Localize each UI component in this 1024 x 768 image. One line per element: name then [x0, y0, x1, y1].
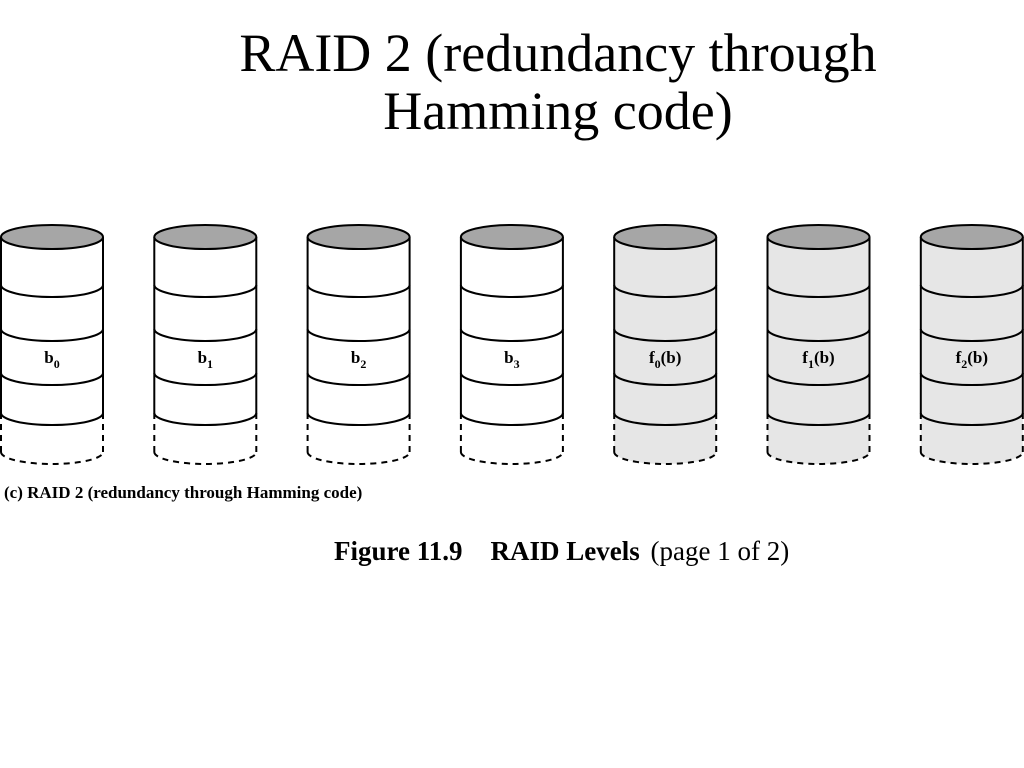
disk-data-3: b3: [459, 224, 564, 465]
disk-strip-line-2: [919, 328, 1024, 342]
disk-strip-line-4: [919, 412, 1024, 426]
disk-bottom-dashed: [0, 451, 104, 465]
disk-strip-line-2: [766, 328, 871, 342]
disk-bottom-dashed: [766, 451, 871, 465]
disk-top: [459, 224, 564, 250]
disk-strip-line-4: [153, 412, 258, 426]
disk-parity-6: f2(b): [919, 224, 1024, 465]
figure-name: RAID Levels: [490, 536, 640, 566]
disk-bottom-dashed: [613, 451, 718, 465]
disk-strip-line-4: [613, 412, 718, 426]
disk-top: [153, 224, 258, 250]
disk-top: [766, 224, 871, 250]
disk-top: [613, 224, 718, 250]
disk-strip-line-1: [459, 284, 564, 298]
disk-top: [306, 224, 411, 250]
disk-strip-line-2: [306, 328, 411, 342]
disk-strip-line-3: [459, 372, 564, 386]
slide-title-line-1: RAID 2 (redundancy through: [239, 23, 877, 83]
disk-body: [307, 237, 410, 464]
diagram-caption: (c) RAID 2 (redundancy through Hamming c…: [4, 483, 363, 502]
disk-strip-line-3: [153, 372, 258, 386]
disk-strip-line-1: [613, 284, 718, 298]
disk-bottom-dashed: [919, 451, 1024, 465]
disk-label: f1(b): [802, 348, 834, 371]
disk-strip-line-1: [919, 284, 1024, 298]
disk-strip-line-3: [613, 372, 718, 386]
disk-strip-line-1: [0, 284, 104, 298]
disk-strip-line-3: [919, 372, 1024, 386]
disk-label: b2: [351, 348, 366, 371]
disk-parity-4: f0(b): [613, 224, 718, 465]
slide-title-line-2: Hamming code): [383, 81, 733, 141]
disk-bottom-dashed: [306, 451, 411, 465]
disk-strip-line-4: [766, 412, 871, 426]
disk-parity-5: f1(b): [766, 224, 871, 465]
disk-body: [460, 237, 563, 464]
disk-strip-line-4: [0, 412, 104, 426]
figure-number: Figure 11.9: [334, 536, 463, 566]
figure-page: (page 1 of 2): [650, 536, 790, 566]
disk-label: f2(b): [956, 348, 988, 371]
disk-body: [1, 237, 103, 464]
disk-strip-line-3: [0, 372, 104, 386]
disk-top: [919, 224, 1024, 250]
disk-label: f0(b): [649, 348, 681, 371]
disk-label: b0: [44, 348, 59, 371]
disk-strip-line-1: [153, 284, 258, 298]
disk-top: [0, 224, 104, 250]
disk-data-1: b1: [153, 224, 258, 465]
disk-strip-line-3: [306, 372, 411, 386]
disk-strip-line-3: [766, 372, 871, 386]
disk-strip-line-2: [459, 328, 564, 342]
disk-label: b1: [198, 348, 213, 371]
disk-strip-line-4: [459, 412, 564, 426]
disk-strip-line-4: [306, 412, 411, 426]
figure-caption: Figure 11.9 RAID Levels (page 1 of 2): [334, 536, 789, 567]
disk-strip-line-2: [153, 328, 258, 342]
disk-body: [920, 237, 1023, 464]
disk-data-0: b0: [0, 224, 104, 465]
disk-label: b3: [504, 348, 519, 371]
disk-strip-line-1: [306, 284, 411, 298]
disk-bottom-dashed: [459, 451, 564, 465]
disk-body: [614, 237, 717, 464]
disk-strip-line-2: [613, 328, 718, 342]
disk-strip-line-1: [766, 284, 871, 298]
disk-body: [767, 237, 870, 464]
disk-body: [154, 237, 257, 464]
disk-bottom-dashed: [153, 451, 258, 465]
slide-title: RAID 2 (redundancy through Hamming code): [100, 24, 1016, 140]
raid2-diagram: b0 b1 b2 b3 f0(b) f1(b) f2(b): [0, 224, 1024, 465]
disk-data-2: b2: [306, 224, 411, 465]
disk-strip-line-2: [0, 328, 104, 342]
